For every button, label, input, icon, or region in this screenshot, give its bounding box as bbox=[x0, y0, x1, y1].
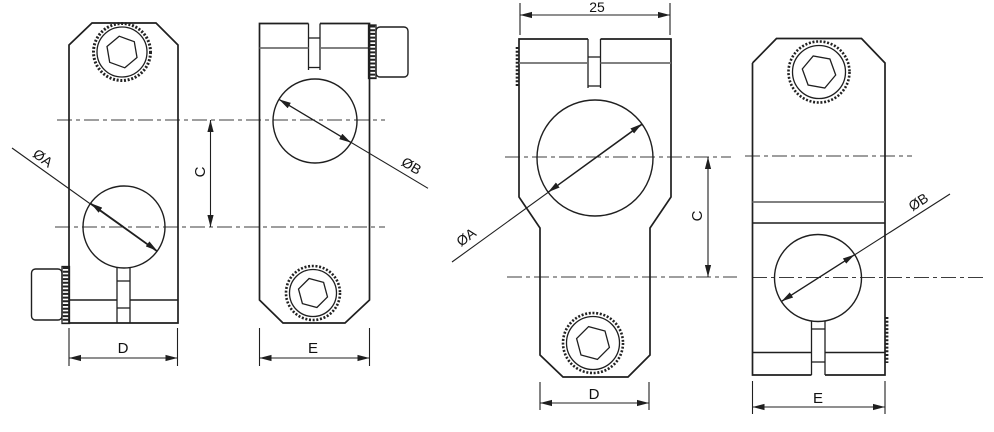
dim-label-e: E bbox=[813, 390, 823, 407]
socket-screw-head bbox=[791, 44, 847, 100]
right-dim-e: E bbox=[751, 381, 886, 414]
right-centerlines bbox=[505, 155, 985, 278]
socket-screw-head bbox=[565, 315, 621, 371]
right-dia-a-leader: ØA bbox=[451, 123, 643, 263]
clamp-body-outline bbox=[751, 37, 886, 376]
right-dim-d: D bbox=[539, 382, 650, 410]
hex-socket-icon bbox=[106, 35, 138, 69]
hex-socket-icon bbox=[575, 325, 611, 361]
left-dim-e: E bbox=[258, 328, 371, 366]
clamp-slit bbox=[587, 39, 602, 88]
dia-label-a: ØA bbox=[30, 146, 56, 171]
right-dia-b-leader: ØB bbox=[781, 190, 951, 302]
hex-socket-icon bbox=[801, 55, 837, 89]
dim-label-c: C bbox=[192, 166, 209, 177]
clamp-body-outline bbox=[518, 38, 672, 378]
dia-label-b: ØB bbox=[905, 190, 931, 214]
left-dim-c: C bbox=[192, 120, 214, 227]
clamp-slit bbox=[810, 321, 826, 375]
dim-label-e: E bbox=[308, 340, 318, 357]
hex-socket-icon bbox=[297, 277, 329, 309]
right-assembly: 25 C D E ØA bbox=[451, 0, 985, 414]
dim-label-c: C bbox=[689, 210, 706, 221]
dia-label-b: ØB bbox=[399, 154, 425, 178]
socket-screw-knurl bbox=[284, 264, 342, 322]
right-dim-c: C bbox=[689, 157, 712, 277]
dim-label-d: D bbox=[589, 386, 600, 403]
right-side-view bbox=[751, 37, 889, 376]
bore-circle-a bbox=[536, 99, 654, 217]
bore-circle-b bbox=[272, 78, 358, 164]
bore-circle-a bbox=[82, 185, 166, 269]
left-dim-d: D bbox=[68, 328, 179, 366]
screw-head bbox=[30, 268, 63, 321]
left-dia-b-leader: ØB bbox=[278, 98, 429, 189]
clamp-slit bbox=[307, 23, 321, 70]
clamping-screw-side bbox=[367, 24, 409, 80]
left-front-view bbox=[30, 22, 179, 325]
dim-label-d: D bbox=[118, 340, 129, 357]
screw-head bbox=[375, 26, 409, 78]
socket-screw-knurl bbox=[787, 40, 851, 104]
clamp-slit bbox=[116, 267, 131, 323]
clamp-body-outline bbox=[258, 22, 371, 324]
dim-label-25: 25 bbox=[589, 0, 605, 15]
bore-circle-b bbox=[773, 233, 863, 323]
clamping-screw-side bbox=[30, 265, 71, 325]
socket-screw-head bbox=[96, 26, 148, 78]
socket-screw-knurl bbox=[92, 22, 152, 82]
left-assembly: C D E ØA ØB bbox=[11, 22, 429, 366]
socket-screw-head bbox=[288, 268, 338, 318]
right-dim-25: 25 bbox=[519, 0, 671, 35]
left-centerlines bbox=[55, 119, 385, 228]
left-dia-a-leader: ØA bbox=[11, 146, 158, 252]
right-front-view bbox=[515, 38, 672, 378]
left-side-view bbox=[258, 22, 409, 324]
socket-screw-knurl bbox=[561, 311, 625, 375]
